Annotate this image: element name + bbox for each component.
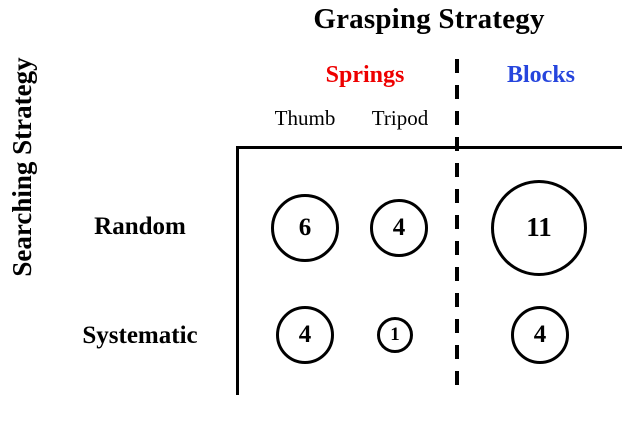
bubble-value: 4 (533, 320, 547, 348)
column-group-blocks: Blocks (506, 62, 575, 88)
bubble-random-blocks: 11 (491, 180, 587, 276)
bubble-value: 4 (392, 213, 406, 241)
axis-left-line (236, 146, 239, 395)
bubble-random-thumb: 6 (271, 194, 339, 262)
column-group-springs: Springs (325, 62, 405, 88)
bubble-value: 4 (298, 320, 312, 348)
bubble-systematic-tripod: 1 (377, 317, 413, 353)
axis-top-line (236, 146, 622, 149)
column-sub-label-thumb: Thumb (274, 106, 336, 130)
page-title: Grasping Strategy (313, 3, 545, 35)
row-label-random: Random (94, 213, 186, 240)
bubble-value: 11 (526, 211, 552, 242)
bubble-value: 6 (298, 213, 312, 241)
bubble-systematic-blocks: 4 (511, 306, 569, 364)
row-label-systematic: Systematic (82, 322, 198, 349)
column-sub-label-tripod: Tripod (371, 106, 429, 130)
bubble-random-tripod: 4 (370, 199, 428, 257)
bubble-systematic-thumb: 4 (276, 306, 334, 364)
y-axis-title: Searching Strategy (7, 57, 37, 277)
group-divider-dashed-line (455, 59, 459, 391)
bubble-value: 1 (390, 323, 400, 345)
